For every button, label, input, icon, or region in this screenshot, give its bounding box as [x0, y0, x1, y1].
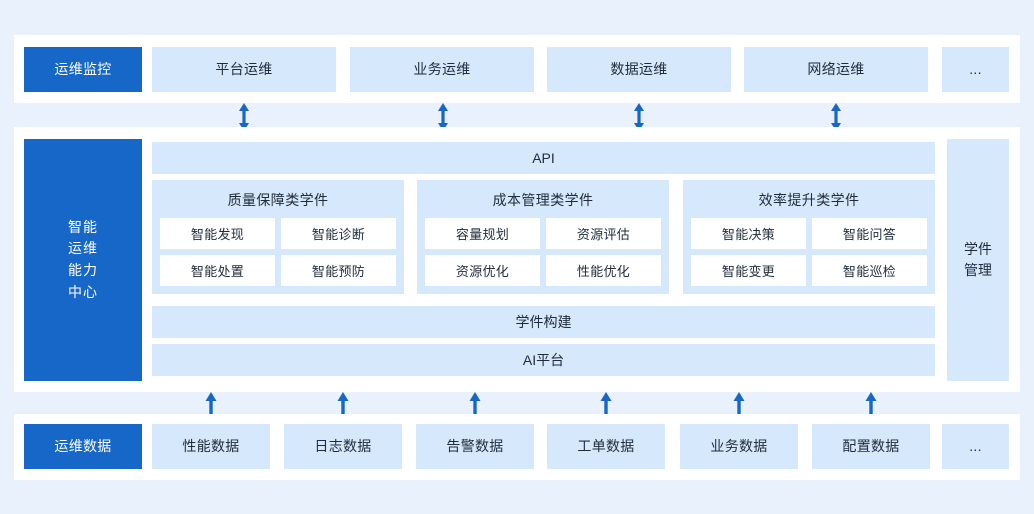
api-bar[interactable]: API [152, 142, 935, 174]
learnware-chip[interactable]: 智能巡检 [812, 255, 927, 286]
capability-center-panel[interactable]: 智能 运维 能力 中心 [24, 139, 142, 381]
learnware-group-title: 效率提升类学件 [758, 192, 860, 208]
top-row-item-more[interactable]: ... [942, 47, 1009, 92]
learnware-group-title: 质量保障类学件 [227, 192, 329, 208]
top-row-item-2[interactable]: 数据运维 [547, 47, 731, 92]
up-arrow-icon [335, 391, 351, 415]
bottom-row-item-more[interactable]: ... [942, 424, 1009, 469]
learnware-chip[interactable]: 智能预防 [281, 255, 396, 286]
learnware-chip[interactable]: 智能问答 [812, 218, 927, 249]
capability-center-line-2: 能力 [68, 262, 98, 278]
learnware-management-panel[interactable]: 学件 管理 [947, 139, 1009, 381]
learnware-chip[interactable]: 资源评估 [546, 218, 661, 249]
learnware-group-efficiency: 效率提升类学件 智能决策 智能问答 智能变更 智能巡检 [683, 180, 935, 294]
double-headed-vertical-arrow-icon [631, 102, 647, 132]
top-row-item-0[interactable]: 平台运维 [152, 47, 336, 92]
api-bar-label: API [532, 150, 555, 166]
up-arrow-icon [731, 391, 747, 415]
learnware-chip[interactable]: 智能变更 [691, 255, 806, 286]
learnware-chip[interactable]: 智能诊断 [281, 218, 396, 249]
learnware-management-line-0: 学件 [964, 241, 992, 257]
top-row-item-1[interactable]: 业务运维 [350, 47, 534, 92]
up-arrow-icon [467, 391, 483, 415]
double-headed-vertical-arrow-icon [236, 102, 252, 132]
up-arrow-icon [203, 391, 219, 415]
bottom-row-item-2[interactable]: 告警数据 [416, 424, 534, 469]
double-headed-vertical-arrow-icon [828, 102, 844, 132]
ai-platform-bar[interactable]: AI平台 [152, 344, 935, 376]
learnware-chip[interactable]: 容量规划 [425, 218, 540, 249]
double-headed-vertical-arrow-icon [435, 102, 451, 132]
learnware-build-bar[interactable]: 学件构建 [152, 306, 935, 338]
bottom-row-item-3[interactable]: 工单数据 [547, 424, 665, 469]
learnware-chip[interactable]: 资源优化 [425, 255, 540, 286]
capability-center-line-0: 智能 [68, 218, 98, 235]
up-arrow-icon [863, 391, 879, 415]
learnware-chip[interactable]: 智能决策 [691, 218, 806, 249]
ai-platform-label: AI平台 [522, 352, 565, 368]
bottom-row-label-box[interactable]: 运维数据 [24, 424, 142, 469]
capability-center-line-3: 中心 [68, 283, 98, 300]
bottom-row-item-0[interactable]: 性能数据 [152, 424, 270, 469]
top-row-item-3[interactable]: 网络运维 [744, 47, 928, 92]
learnware-chip[interactable]: 性能优化 [546, 255, 661, 286]
learnware-management-line-1: 管理 [964, 262, 992, 278]
learnware-group-cost: 成本管理类学件 容量规划 资源评估 资源优化 性能优化 [417, 180, 669, 294]
learnware-build-label: 学件构建 [515, 314, 572, 330]
up-arrow-icon [598, 391, 614, 415]
bottom-row-item-1[interactable]: 日志数据 [284, 424, 402, 469]
bottom-row-item-5[interactable]: 配置数据 [812, 424, 930, 469]
learnware-chip[interactable]: 智能处置 [160, 255, 275, 286]
learnware-group-title: 成本管理类学件 [492, 192, 594, 208]
bottom-row-item-4[interactable]: 业务数据 [680, 424, 798, 469]
capability-center-line-1: 运维 [68, 240, 98, 257]
top-row-label-box[interactable]: 运维监控 [24, 47, 142, 92]
learnware-chip[interactable]: 智能发现 [160, 218, 275, 249]
learnware-group-quality: 质量保障类学件 智能发现 智能诊断 智能处置 智能预防 [152, 180, 404, 294]
